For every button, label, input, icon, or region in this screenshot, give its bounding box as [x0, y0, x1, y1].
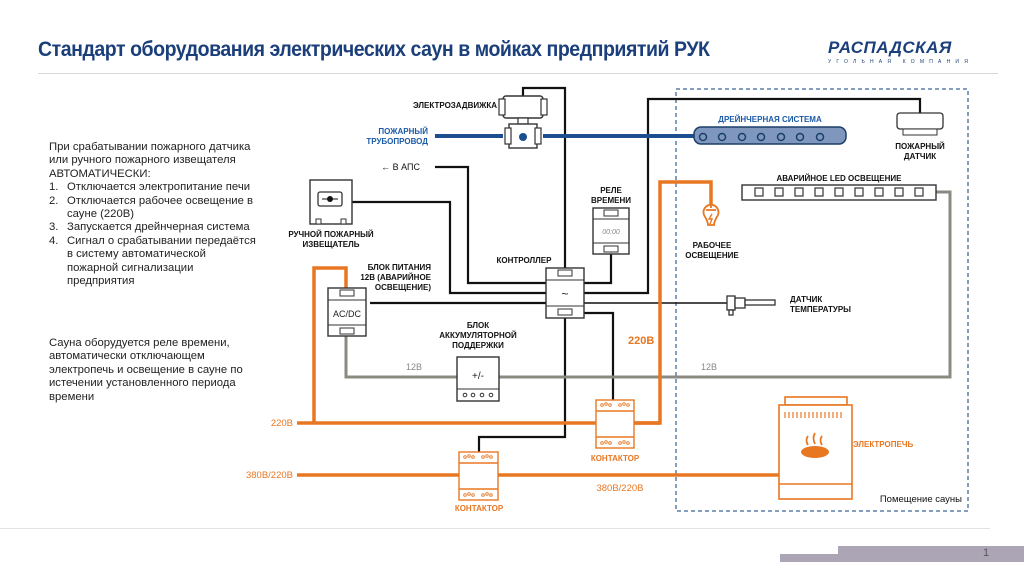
emergency-led-strip[interactable]: [741, 184, 937, 201]
electric-heater[interactable]: [778, 396, 853, 500]
voltage-220-vertical: 220В: [628, 335, 654, 347]
footer-divider: [0, 528, 990, 529]
aps-label: ← В АПС: [381, 162, 420, 172]
temp-sensor-label-1: ДАТЧИК: [790, 295, 822, 304]
pipe-label-2: ТРУБОПРОВОД: [366, 137, 428, 146]
battery-face-label: +/-: [472, 371, 484, 382]
description-intro: При срабатывании пожарного датчика или р…: [49, 141, 251, 180]
water-drop-icon: [519, 133, 527, 141]
list-text: Отключается электропитание печи: [67, 181, 251, 194]
time-relay[interactable]: 00:00: [592, 207, 630, 255]
battery-label-1: БЛОК: [467, 321, 489, 330]
logo-sub-text: УГОЛЬНАЯ КОМПАНИЯ: [828, 59, 973, 65]
voltage-380-right: 380В/220В: [596, 483, 643, 494]
psu-label-3: ОСВЕЩЕНИЕ): [375, 283, 431, 292]
footer-decor: [780, 554, 840, 562]
controller[interactable]: ~: [545, 267, 585, 319]
list-number: 3.: [49, 221, 59, 234]
relay-label-2: ВРЕМЕНИ: [591, 196, 631, 205]
drencher-label: ДРЕЙНЧЕРНАЯ СИСТЕМА: [718, 115, 822, 124]
header-divider: [38, 73, 998, 74]
contactor-right-label: КОНТАКТОР: [591, 454, 640, 463]
wire-220v: [297, 180, 713, 425]
wire-220v-psu: [312, 266, 348, 423]
valve-label: ЭЛЕКТРОЗАДВИЖКА: [413, 101, 497, 110]
contactor-left[interactable]: [458, 451, 499, 501]
control-wires: [352, 86, 922, 452]
voltage-380-left: 380В/220В: [246, 470, 293, 481]
voltage-12-right: 12В: [701, 362, 717, 372]
voltage-220-left: 220В: [271, 418, 293, 429]
controller-label: КОНТРОЛЛЕР: [497, 256, 553, 265]
contactor-right[interactable]: [595, 399, 635, 449]
work-light-label-1: РАБОЧЕЕ: [693, 241, 732, 250]
wire-contactor-right: [584, 311, 615, 400]
list-number: 1.: [49, 181, 59, 194]
wire-12v: [344, 190, 952, 379]
wire-manual-alarm: [352, 200, 546, 295]
battery-label-3: ПОДДЕРЖКИ: [452, 341, 504, 350]
work-light-bulb-icon[interactable]: [702, 203, 720, 226]
list-text: Сигнал о срабатывании передаётся в систе…: [67, 234, 256, 288]
relay-display: 00:00: [602, 229, 620, 236]
power-wires: [297, 180, 780, 477]
list-item: 4. Сигнал о срабатывании передаётся в сис…: [49, 235, 259, 289]
power-supply-unit[interactable]: AC/DC: [327, 287, 367, 337]
fire-sensor-label-2: ДАТЧИК: [904, 152, 936, 161]
work-light-label-2: ОСВЕЩЕНИЕ: [685, 251, 739, 260]
pipe-label-1: ПОЖАРНЫЙ: [378, 127, 428, 136]
timer-note: Сауна оборудуется реле времени, автомати…: [49, 337, 243, 403]
list-number: 4.: [49, 234, 59, 247]
footer-bar: [838, 546, 1024, 562]
manual-fire-alarm[interactable]: [309, 179, 353, 225]
electric-valve[interactable]: [498, 95, 548, 149]
list-text: Отключается рабочее освещение в сауне (2…: [67, 194, 254, 221]
fire-sensor[interactable]: [896, 112, 944, 136]
heater-label: ЭЛЕКТРОПЕЧЬ: [853, 440, 913, 449]
wire-aps: [435, 165, 546, 285]
voltage-12-left: 12В: [406, 362, 422, 372]
battery-backup-unit[interactable]: +/-: [456, 356, 500, 402]
wire-fire-sensor: [584, 97, 922, 295]
manual-alarm-label-1: РУЧНОЙ ПОЖАРНЫЙ: [288, 230, 374, 239]
actions-list: 1. Отключается электропитание печи 2. Откл…: [49, 181, 259, 288]
contactor-left-label: КОНТАКТОР: [455, 504, 504, 513]
fire-sensor-label-1: ПОЖАРНЫЙ: [895, 142, 945, 151]
company-logo: РАСПАДСКАЯ УГОЛЬНАЯ КОМПАНИЯ: [828, 38, 994, 65]
wire-relay: [584, 254, 613, 285]
psu-label-1: БЛОК ПИТАНИЯ: [368, 263, 432, 272]
drencher-system[interactable]: [693, 126, 847, 145]
relay-label-1: РЕЛЕ: [600, 186, 622, 195]
temperature-sensor[interactable]: [726, 295, 776, 316]
page-number: 1: [983, 547, 990, 559]
page-title: Стандарт оборудования электрических саун…: [38, 38, 710, 61]
list-item: 2. Отключается рабочее освещение в сауне …: [49, 195, 259, 222]
psu-face-label: AC/DC: [333, 309, 362, 319]
list-text: Запускается дрейнчерная система: [67, 221, 250, 234]
battery-label-2: АККУМУЛЯТОРНОЙ: [439, 331, 517, 340]
psu-label-2: 12В (АВАРИЙНОЕ: [360, 273, 431, 282]
heat-icon: [801, 432, 829, 458]
list-item: 1. Отключается электропитание печи: [49, 181, 259, 194]
sauna-room-label: Помещение сауны: [880, 494, 962, 505]
manual-alarm-label-2: ИЗВЕЩАТЕЛЬ: [303, 240, 360, 249]
description-panel: При срабатывании пожарного датчика или р…: [49, 141, 259, 288]
controller-face-label: ~: [561, 287, 568, 301]
list-item: 3. Запускается дрейнчерная система: [49, 221, 259, 234]
logo-main-text: РАСПАДСКАЯ: [828, 38, 952, 57]
list-number: 2.: [49, 194, 59, 207]
led-label: АВАРИЙНОЕ LED ОСВЕЩЕНИЕ: [776, 174, 902, 183]
temp-sensor-label-2: ТЕМПЕРАТУРЫ: [790, 305, 851, 314]
wire-valve-controller: [521, 86, 567, 268]
